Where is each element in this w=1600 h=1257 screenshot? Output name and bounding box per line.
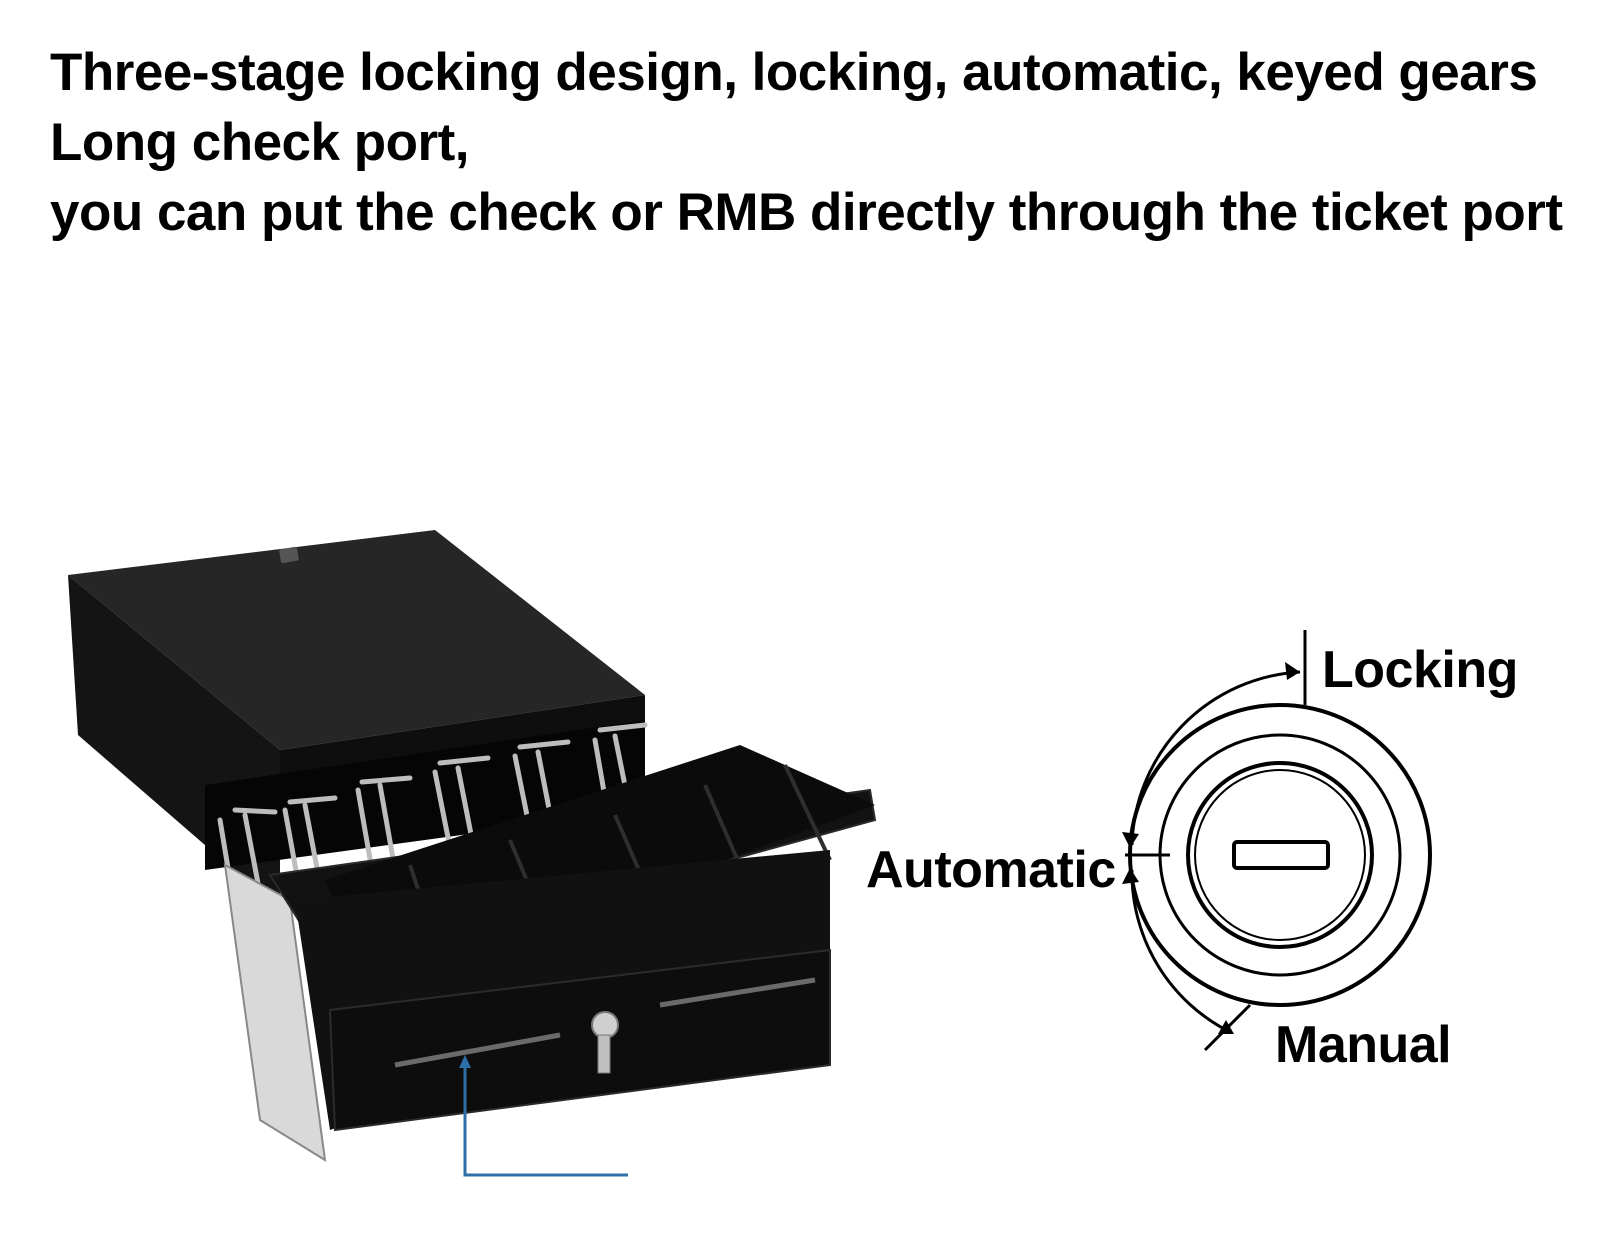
ticket-port-callout-arrow [459,1055,471,1068]
arc-automatic-to-manual [1130,869,1231,1034]
drawer-key-lock [591,1011,619,1039]
lock-diagram [1122,630,1432,1052]
arc-arrowhead-automatic-top [1122,832,1139,848]
drawer-slot-right [659,977,816,1008]
headline: Three-stage locking design, locking, aut… [50,38,1590,248]
drawer-key [597,1034,611,1074]
drawer-top-slot [279,546,299,564]
drawer-opening [205,720,645,870]
lock-core-inner [1194,769,1366,941]
headline-line-1: Three-stage locking design, locking, aut… [50,43,1538,102]
arc-arrowhead-manual [1218,1020,1234,1034]
label-manual: Manual [1275,1016,1452,1074]
arc-arrowhead-automatic-bottom [1122,868,1139,884]
label-automatic: Automatic [866,841,1116,899]
drawer-cabinet-top [68,530,645,750]
drawer-left-rail [223,863,327,1162]
arc-arrowhead-locking [1285,662,1300,680]
key-lock-icon [1232,840,1330,870]
arc-automatic-to-locking [1130,670,1301,846]
label-locking: Locking [1322,641,1518,699]
drawer-front-panel [328,948,831,1132]
drawer-slot-left [394,1032,561,1068]
headline-line-3: you can put the check or RMB directly th… [50,183,1563,242]
headline-line-2: Long check port, [50,113,469,172]
ticket-port-callout [463,1065,628,1177]
cash-drawer-image [68,530,877,1177]
lock-core [1186,761,1374,949]
